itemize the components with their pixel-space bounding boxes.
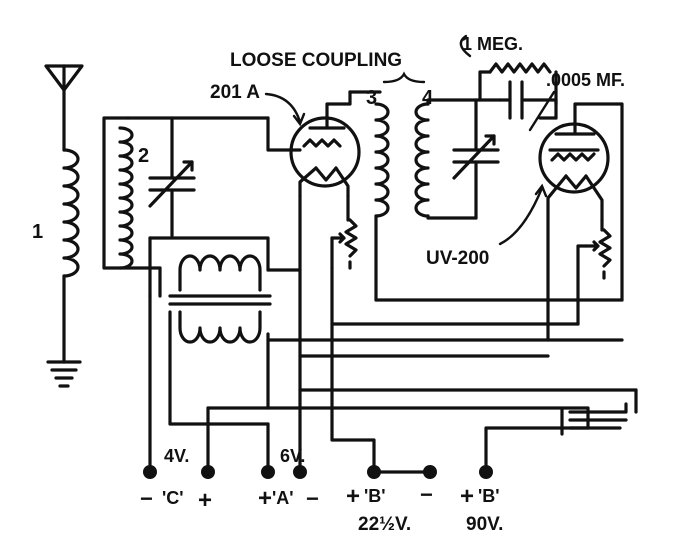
c-plus-sign: +: [198, 487, 212, 514]
antenna-coil-1: [62, 148, 80, 278]
terminal-a-plus[interactable]: [261, 465, 275, 479]
loose-coupling-brace: [382, 71, 426, 84]
capacitor-0005-label: .0005 MF.: [546, 70, 625, 90]
tube-201a-pointer: [264, 92, 306, 127]
rheostat-2: [576, 218, 612, 326]
b2-plus-sign: +: [460, 483, 474, 510]
tube-uv200: [538, 102, 624, 342]
c-minus-sign: −: [140, 486, 153, 511]
b1-minus-sign: −: [420, 482, 433, 507]
b2-name-label: 'B': [478, 486, 500, 506]
b1-voltage-label: 22½V.: [358, 514, 411, 535]
grid-condenser: [498, 80, 558, 120]
wiring-bus: [148, 194, 638, 474]
coil-1-label: 1: [32, 221, 43, 243]
variable-capacitor-1: [148, 116, 196, 238]
tube-uv200-pointer: [498, 183, 548, 246]
antenna-symbol: [44, 64, 84, 152]
one-meg-label: 1 MEG.: [462, 34, 523, 54]
coil-2-label: 2: [138, 145, 149, 167]
coil-3-label: 3: [366, 87, 377, 109]
c-voltage-label: 4V.: [164, 446, 189, 466]
coil-4-label: 4: [422, 87, 434, 109]
ground-symbol: [46, 274, 82, 388]
audio-transformer: [148, 236, 272, 344]
rheostat-1: [330, 194, 358, 270]
variable-capacitor-2: [452, 98, 500, 220]
tube-201a: [266, 90, 361, 198]
one-meg-pointer: [459, 34, 472, 58]
phone-jack: [560, 402, 628, 436]
tube-201a-label: 201 A: [210, 82, 260, 103]
terminal-c-minus[interactable]: [143, 465, 157, 479]
tuning-coil-2: [102, 116, 270, 270]
coupling-coil-4: [414, 98, 502, 220]
a-name-label: 'A': [272, 488, 294, 508]
grid-leak-resistor: [478, 62, 558, 106]
b1-name-label: 'B': [364, 486, 386, 506]
b2-voltage-label: 90V.: [466, 514, 503, 535]
coupling-coil-3: [348, 90, 390, 302]
a-voltage-label: 6V.: [280, 446, 305, 466]
terminal-c-plus[interactable]: [201, 465, 215, 479]
c-name-label: 'C': [162, 488, 184, 508]
a-minus-sign: −: [306, 486, 319, 511]
tube-uv200-label: UV-200: [426, 248, 489, 269]
capacitor-0005-pointer: [528, 90, 556, 132]
loose-coupling-label: LOOSE COUPLING: [230, 50, 402, 71]
terminal-b2-plus[interactable]: [479, 465, 493, 479]
a-plus-sign: +: [258, 485, 272, 512]
b1-plus-sign: +: [346, 483, 360, 510]
